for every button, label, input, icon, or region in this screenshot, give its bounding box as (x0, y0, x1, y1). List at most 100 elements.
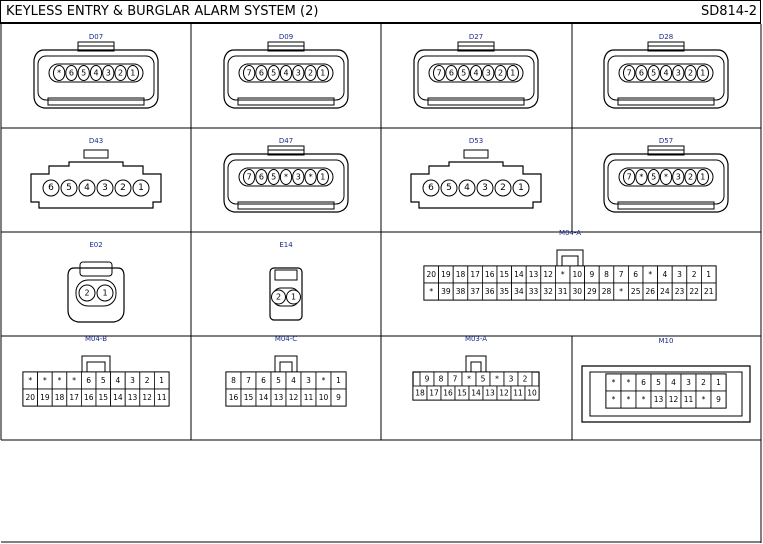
pin-label: 2 (120, 183, 126, 193)
pin-label: 1 (102, 289, 107, 298)
pin-label: 6 (428, 183, 434, 193)
pin (114, 179, 132, 197)
connector-housing (603, 153, 729, 213)
pin-label: 9 (716, 395, 721, 404)
pin-label: 17 (69, 393, 79, 402)
pin-label: 1 (518, 183, 524, 193)
connector-label: D53 (469, 137, 483, 145)
pin-label: 6 (86, 376, 91, 385)
pin-label: * (627, 378, 631, 387)
pin-label: 12 (543, 270, 553, 279)
pin-label: 13 (128, 393, 138, 402)
pin-label: 33 (529, 287, 539, 296)
pin-label: 2 (145, 376, 150, 385)
pin-label: 11 (684, 395, 694, 404)
pin-label: 16 (485, 270, 495, 279)
pin-label: 5 (81, 69, 86, 78)
pin-label: 8 (439, 375, 444, 384)
pin-label: 10 (527, 389, 537, 398)
pin-label: 11 (157, 393, 167, 402)
pin-label: 7 (627, 173, 632, 182)
connector-base (617, 97, 715, 106)
pin-label: 3 (677, 270, 682, 279)
pin-label: 7 (247, 69, 252, 78)
pin-label: 35 (500, 287, 510, 296)
pin-label: * (57, 69, 61, 78)
pin-label: 36 (485, 287, 495, 296)
pin-slot (428, 63, 524, 83)
pin-label: 16 (84, 393, 94, 402)
pin-label: 18 (456, 270, 466, 279)
pin (271, 289, 286, 305)
pin (286, 289, 301, 305)
pin-label: 15 (457, 389, 467, 398)
pin-label: * (642, 395, 646, 404)
pin-label: 19 (40, 393, 50, 402)
pin (243, 169, 256, 185)
pin (684, 65, 697, 81)
pin-label: 1 (320, 69, 325, 78)
pin-label: 14 (259, 393, 269, 402)
pin (672, 65, 685, 81)
pin (78, 284, 96, 302)
pin-label: 37 (470, 287, 480, 296)
pin-label: 5 (461, 69, 466, 78)
pin-label: 16 (443, 389, 453, 398)
pin (659, 169, 673, 185)
pin-label: 13 (529, 270, 539, 279)
grid-lines (0, 24, 762, 543)
pin-label: * (702, 395, 706, 404)
pin (696, 65, 709, 81)
pin (42, 179, 60, 197)
pin-label: 7 (619, 270, 624, 279)
pin-label: 12 (289, 393, 299, 402)
connector-housing (223, 153, 349, 213)
pin (255, 169, 268, 185)
pin (623, 65, 636, 81)
pin-label: 2 (308, 69, 313, 78)
pin-label: 15 (99, 393, 109, 402)
pin-label: * (612, 395, 616, 404)
pin (65, 65, 78, 81)
pin-label: 22 (689, 287, 699, 296)
pin-label: 31 (558, 287, 568, 296)
pin (647, 65, 660, 81)
pin (255, 65, 268, 81)
pin-label: 6 (641, 378, 646, 387)
pin-label: 4 (84, 183, 90, 193)
pin (60, 179, 78, 197)
connector-latch (274, 355, 298, 373)
pin-label: 10 (573, 270, 583, 279)
pin-slot (238, 63, 334, 83)
pin (494, 65, 507, 81)
pin-label: 1 (700, 173, 705, 182)
connector-label: D27 (469, 33, 483, 41)
connector-inner (607, 55, 725, 101)
connector-latch (463, 149, 489, 159)
pin-label: 34 (514, 287, 524, 296)
pin-label: * (664, 173, 668, 182)
connector-label: M03-A (465, 335, 487, 343)
pin (304, 65, 317, 81)
connector-latch (556, 249, 584, 267)
pin-label: 6 (639, 69, 644, 78)
pin (292, 65, 305, 81)
connector-label: D43 (89, 137, 103, 145)
pin (77, 65, 90, 81)
connector-label: E02 (89, 241, 102, 249)
connector-latch (465, 355, 487, 373)
pin-label: 6 (69, 69, 74, 78)
pin-label: 4 (663, 69, 668, 78)
pin-label: 14 (514, 270, 524, 279)
pin-cell (710, 390, 727, 409)
connector-base (617, 201, 715, 210)
pin-label: 3 (106, 69, 111, 78)
pin-label: 6 (48, 183, 54, 193)
pin-label: 1 (138, 183, 144, 193)
pin-label: 2 (692, 270, 697, 279)
